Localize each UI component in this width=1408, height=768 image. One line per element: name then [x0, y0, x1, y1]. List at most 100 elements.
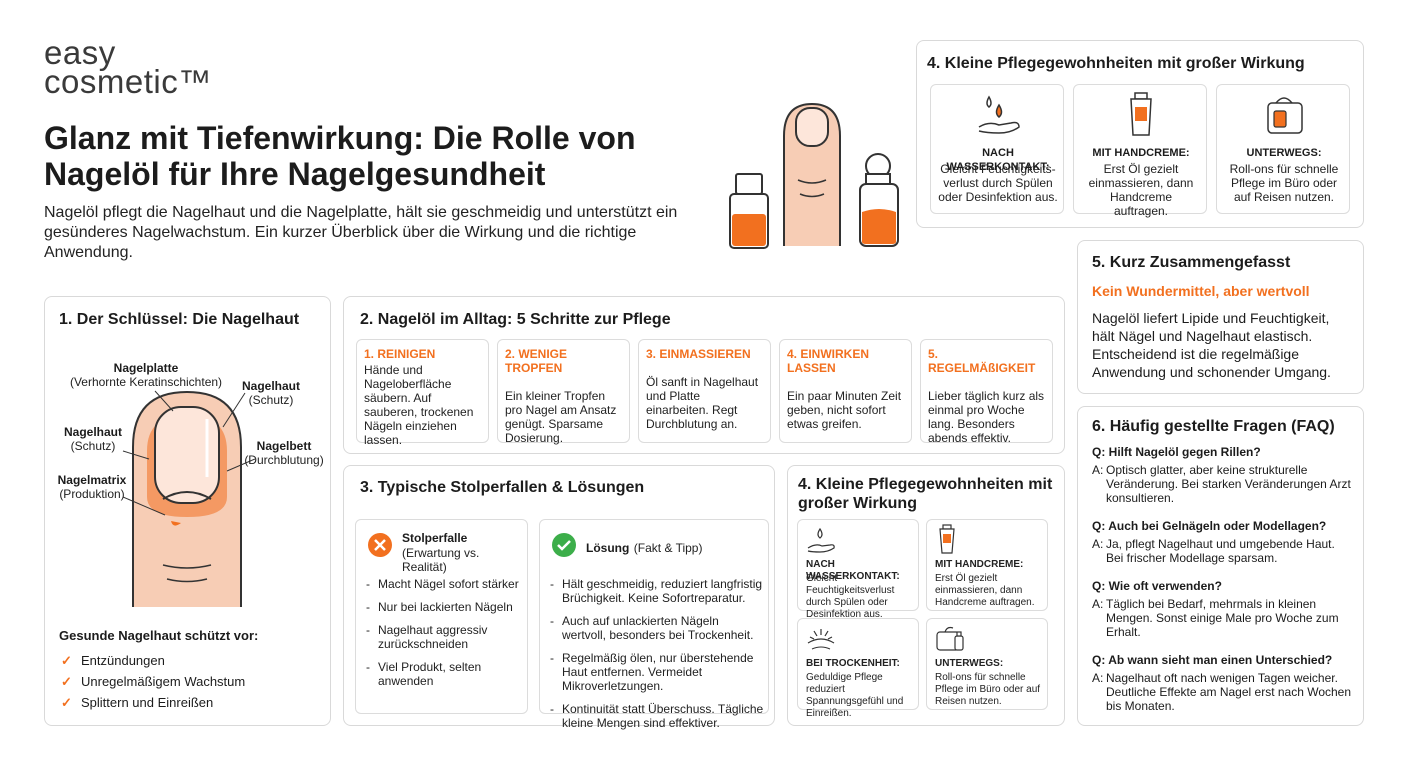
habit-top-travel-text: Roll-ons für schnelle Pflege im Büro ode…	[1229, 162, 1339, 204]
habit-travel-text: Roll-ons für schnelle Pflege im Büro ode…	[935, 672, 1041, 707]
summary-card: 5. Kurz Zusammengefasst Kein Wundermitte…	[1077, 240, 1364, 394]
list-item: Kontinuität statt Überschuss. Tägliche k…	[548, 702, 764, 730]
faq-question: Q: Auch bei Gelnägeln oder Modellagen?	[1092, 519, 1327, 533]
habit-dry: BEI TROCKENHEIT: Geduldige Pflege reduzi…	[797, 618, 919, 719]
habit-top-water: NACH WASSERKONTAKT: Gleicht Feuchtigkeit…	[930, 84, 1064, 214]
habit-top-water-text: Gleicht Feuchtigkeits-verlust durch Spül…	[938, 162, 1058, 204]
faq-question: Q: Hilft Nagelöl gegen Rillen?	[1092, 445, 1261, 459]
logo-line1: easy	[44, 34, 116, 71]
habit-top-travel-title: UNTERWEGS:	[1246, 147, 1322, 159]
step-title: 1. REINIGEN	[364, 347, 436, 361]
steps-title: 2. Nagelöl im Alltag: 5 Schritte zur Pfl…	[360, 311, 671, 328]
logo-line2: cosmetic™	[44, 63, 212, 100]
habit-top-water-title: NACH WASSERKONTAKT:	[946, 147, 1050, 173]
label-nagelhaut-right-sub: (Schutz)	[248, 393, 294, 407]
faq-answer-prefix: A:	[1092, 597, 1104, 611]
faq-answer: A:Ja, pflegt Nagelhaut und umgebende Hau…	[1092, 537, 1354, 565]
habit-water-title: NACH WASSERKONTAKT:	[806, 559, 900, 582]
habits-title: 4. Kleine Pflegegewohnheiten mit großer …	[798, 476, 1053, 512]
finger-icon	[783, 102, 841, 246]
habit-water: NACH WASSERKONTAKT: Gleicht Feuchtigkeit…	[797, 519, 919, 620]
habit-cream: MIT HANDCREME: Erst Öl gezielt einmassie…	[926, 519, 1048, 611]
habit-top-travel: UNTERWEGS: Roll-ons für schnelle Pflege …	[1216, 84, 1350, 214]
habit-top-cream-text: Erst Öl gezielt einmassieren, dann Handc…	[1088, 162, 1194, 218]
faq-answer-text: Ja, pflegt Nagelhaut und umgebende Haut.…	[1106, 537, 1335, 565]
water-hand-icon	[978, 95, 1020, 134]
page-title: Glanz mit Tiefenwirkung: Die Rolle von N…	[44, 120, 636, 192]
pitfall-sub: (Erwartung vs. Realität)	[402, 546, 480, 574]
label-nagelhaut-right-title: Nagelhaut	[241, 379, 300, 393]
faq-item: Q: Auch bei Gelnägeln oder Modellagen? A…	[1092, 519, 1354, 565]
list-item: Nagelhaut aggressiv zurückschneiden	[364, 623, 522, 651]
faq-answer: A:Nagelhaut oft nach wenigen Tagen weich…	[1092, 671, 1354, 713]
habits-top-title: 4. Kleine Pflegegewohnheiten mit großer …	[927, 55, 1305, 72]
intro-text: Nagelöl pflegt die Nagelhaut und die Nag…	[44, 204, 678, 261]
habits-top-card: 4. Kleine Pflegegewohnheiten mit großer …	[916, 40, 1364, 228]
step-text: Hände und Nageloberfläche säubern. Auf s…	[364, 363, 474, 447]
faq-question: Q: Wie oft verwenden?	[1092, 579, 1222, 593]
habit-cream-text: Erst Öl gezielt einmassieren, dann Handc…	[935, 573, 1035, 608]
solution-list: Hält geschmeidig, reduziert langfristig …	[548, 577, 764, 739]
check-icon	[552, 533, 576, 557]
hero-illustration	[729, 102, 899, 249]
step-text: Öl sanft in Nagelhaut und Platte einarbe…	[646, 375, 759, 431]
label-nagelmatrix-sub: (Produktion)	[59, 487, 125, 501]
label-nagelhaut-left: Nagelhaut (Schutz)	[53, 425, 133, 453]
faq-item: Q: Wie oft verwenden? A:Täglich bei Beda…	[1092, 579, 1354, 639]
step-card: 1. REINIGEN Hände und Nageloberfläche sä…	[356, 339, 489, 447]
logo: easy cosmetic™	[44, 34, 212, 100]
summary-text: Nagelöl liefert Lipide und Feuchtigkeit,…	[1092, 310, 1331, 380]
habit-water-text: Gleicht Feuchtigkeitsverlust durch Spüle…	[806, 573, 895, 620]
travel-bag-icon	[1267, 97, 1303, 134]
step-title: 3. EINMASSIEREN	[646, 347, 751, 361]
cream-tube-icon	[939, 524, 955, 554]
roll-on-icon	[859, 153, 899, 247]
label-nagelmatrix-title: Nagelmatrix	[57, 473, 127, 487]
label-nagelhaut-left-sub: (Schutz)	[70, 439, 116, 453]
label-nagelbett: Nagelbett (Durchblutung)	[241, 439, 327, 467]
summary-subtitle: Kein Wundermittel, aber wertvoll	[1092, 283, 1310, 299]
faq-item: Q: Ab wann sieht man einen Unterschied? …	[1092, 653, 1354, 713]
pitfalls-title: 3. Typische Stolperfallen & Lösungen	[360, 479, 645, 496]
solution-column: Lösung (Fakt & Tipp) Hält geschmeidig, r…	[539, 519, 769, 730]
faq-item: Q: Hilft Nagelöl gegen Rillen? A:Optisch…	[1092, 445, 1354, 505]
water-hand-icon	[807, 527, 835, 553]
label-nagelplatte: Nagelplatte (Verhornte Keratinschichten)	[53, 361, 239, 389]
faq-answer: A:Optisch glatter, aber keine strukturel…	[1092, 463, 1354, 505]
list-item: Unregelmäßigem Wachstum	[59, 674, 319, 690]
summary-title: 5. Kurz Zusammengefasst	[1092, 254, 1291, 271]
dry-skin-icon	[807, 629, 835, 650]
step-card: 2. WENIGE TROPFEN Ein kleiner Tropfen pr…	[497, 339, 630, 445]
step-title: 2. WENIGE TROPFEN	[505, 347, 568, 375]
habit-top-cream: MIT HANDCREME: Erst Öl gezielt einmassie…	[1073, 84, 1207, 218]
habit-dry-text: Geduldige Pflege reduziert Spannungsgefü…	[806, 672, 904, 719]
faq-card: 6. Häufig gestellte Fragen (FAQ) Q: Hilf…	[1077, 406, 1364, 726]
pitfalls-card: 3. Typische Stolperfallen & Lösungen Sto…	[343, 465, 775, 730]
protect-title: Gesunde Nagelhaut schützt vor:	[59, 628, 259, 643]
step-card: 5. REGELMÄßIGKEIT Lieber täglich kurz al…	[920, 339, 1053, 445]
travel-bag-icon	[936, 626, 964, 651]
habit-top-cream-title: MIT HANDCREME:	[1092, 147, 1190, 159]
faq-answer-text: Optisch glatter, aber keine strukturelle…	[1106, 463, 1351, 505]
list-item: Regelmäßig ölen, nur überstehende Haut e…	[548, 651, 764, 693]
label-nagelhaut-left-title: Nagelhaut	[63, 425, 122, 439]
label-nagelbett-sub: (Durchblutung)	[244, 453, 324, 467]
faq-answer: A:Täglich bei Bedarf, mehrmals in kleine…	[1092, 597, 1354, 639]
list-item: Nur bei lackierten Nägeln	[364, 600, 522, 614]
cuticle-card: 1. Der Schlüssel: Die Nagelhaut Nagelpla…	[44, 296, 331, 726]
label-nagelmatrix: Nagelmatrix (Produktion)	[49, 473, 135, 501]
pitfall-list: Macht Nägel sofort stärker Nur bei lacki…	[364, 577, 522, 697]
cross-icon	[368, 533, 392, 557]
label-nagelplatte-sub: (Verhornte Keratinschichten)	[69, 375, 223, 389]
step-title: 5. REGELMÄßIGKEIT	[928, 347, 1036, 375]
step-card: 4. EINWIRKEN LASSEN Ein paar Minuten Zei…	[779, 339, 912, 443]
habit-travel: UNTERWEGS: Roll-ons für schnelle Pflege …	[926, 618, 1048, 710]
faq-answer-prefix: A:	[1092, 537, 1104, 551]
list-item: Hält geschmeidig, reduziert langfristig …	[548, 577, 764, 605]
list-item: Viel Produkt, selten anwenden	[364, 660, 522, 688]
cuticle-title: 1. Der Schlüssel: Die Nagelhaut	[59, 311, 300, 328]
step-text: Ein paar Minuten Zeit geben, nicht sofor…	[787, 389, 902, 431]
habit-travel-title: UNTERWEGS:	[935, 658, 1004, 669]
list-item: Auch auf unlackierten Nägeln wertvoll, b…	[548, 614, 764, 642]
faq-answer-prefix: A:	[1092, 671, 1104, 685]
